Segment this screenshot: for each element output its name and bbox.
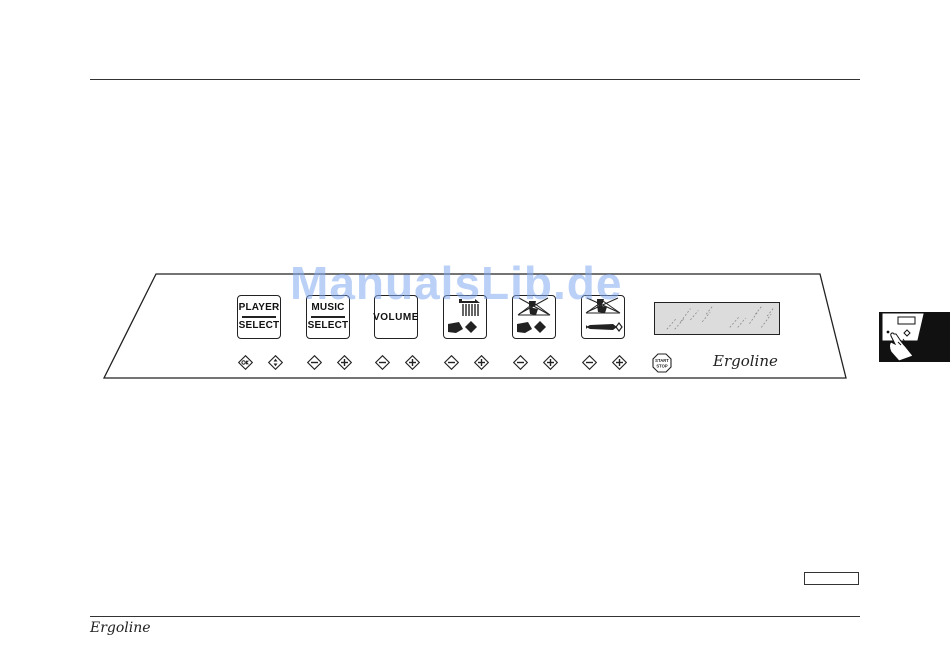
- body-tanner-key[interactable]: [581, 295, 625, 339]
- plus-icon: [405, 355, 420, 370]
- ventilation-plus-button[interactable]: [474, 355, 489, 370]
- lcd-segments: [655, 303, 779, 334]
- face-tanner-minus-button[interactable]: [513, 355, 528, 370]
- hand-on-control-panel-icon: [879, 312, 950, 362]
- ergoline-panel-logo: Ergoline: [713, 352, 778, 370]
- ventilation-minus-button[interactable]: [444, 355, 459, 370]
- music-select-line1: MUSIC: [311, 302, 344, 314]
- face-tanner-plus-button[interactable]: [543, 355, 558, 370]
- minus-icon: [582, 355, 597, 370]
- player-select-line1: PLAYER: [239, 302, 280, 314]
- header-rule: [90, 79, 860, 80]
- start-label: START: [655, 358, 669, 363]
- volume-key[interactable]: VOLUME: [374, 295, 418, 339]
- plus-icon: [337, 355, 352, 370]
- music-minus-button[interactable]: [307, 355, 322, 370]
- minus-icon: [444, 355, 459, 370]
- player-select-line2: SELECT: [239, 320, 280, 332]
- music-plus-button[interactable]: [337, 355, 352, 370]
- body-tanner-plus-button[interactable]: [612, 355, 627, 370]
- minus-icon: [307, 355, 322, 370]
- volume-plus-button[interactable]: [405, 355, 420, 370]
- section-tab-marker: [879, 312, 950, 362]
- volume-label: VOLUME: [373, 312, 419, 323]
- stop-label: STOP: [656, 364, 668, 369]
- minus-icon: [513, 355, 528, 370]
- music-select-line2: SELECT: [308, 320, 349, 332]
- player-select-key[interactable]: PLAYER SELECT: [237, 295, 281, 339]
- ok-button[interactable]: [238, 355, 253, 370]
- plus-icon: [612, 355, 627, 370]
- body-tanner-icon: [583, 297, 623, 337]
- start-stop-icon: START STOP: [652, 353, 672, 373]
- ok-icon: [238, 355, 253, 370]
- plus-icon: [543, 355, 558, 370]
- minus-icon: [375, 355, 390, 370]
- up-down-button[interactable]: [268, 355, 283, 370]
- face-tanner-icon: [514, 297, 554, 337]
- volume-minus-button[interactable]: [375, 355, 390, 370]
- music-select-key[interactable]: MUSIC SELECT: [306, 295, 350, 339]
- face-tanner-key[interactable]: [512, 295, 556, 339]
- key-separator: [242, 316, 276, 317]
- ergoline-footer-logo: Ergoline: [90, 620, 151, 636]
- start-stop-button[interactable]: START STOP: [652, 353, 672, 373]
- footer-rule: [90, 616, 860, 617]
- ventilation-icon: [445, 297, 485, 337]
- ventilation-key[interactable]: [443, 295, 487, 339]
- lcd-display: [654, 302, 780, 335]
- body-tanner-minus-button[interactable]: [582, 355, 597, 370]
- up-down-icon: [268, 355, 283, 370]
- key-separator: [311, 316, 345, 317]
- plus-icon: [474, 355, 489, 370]
- page-number-box: [804, 572, 859, 585]
